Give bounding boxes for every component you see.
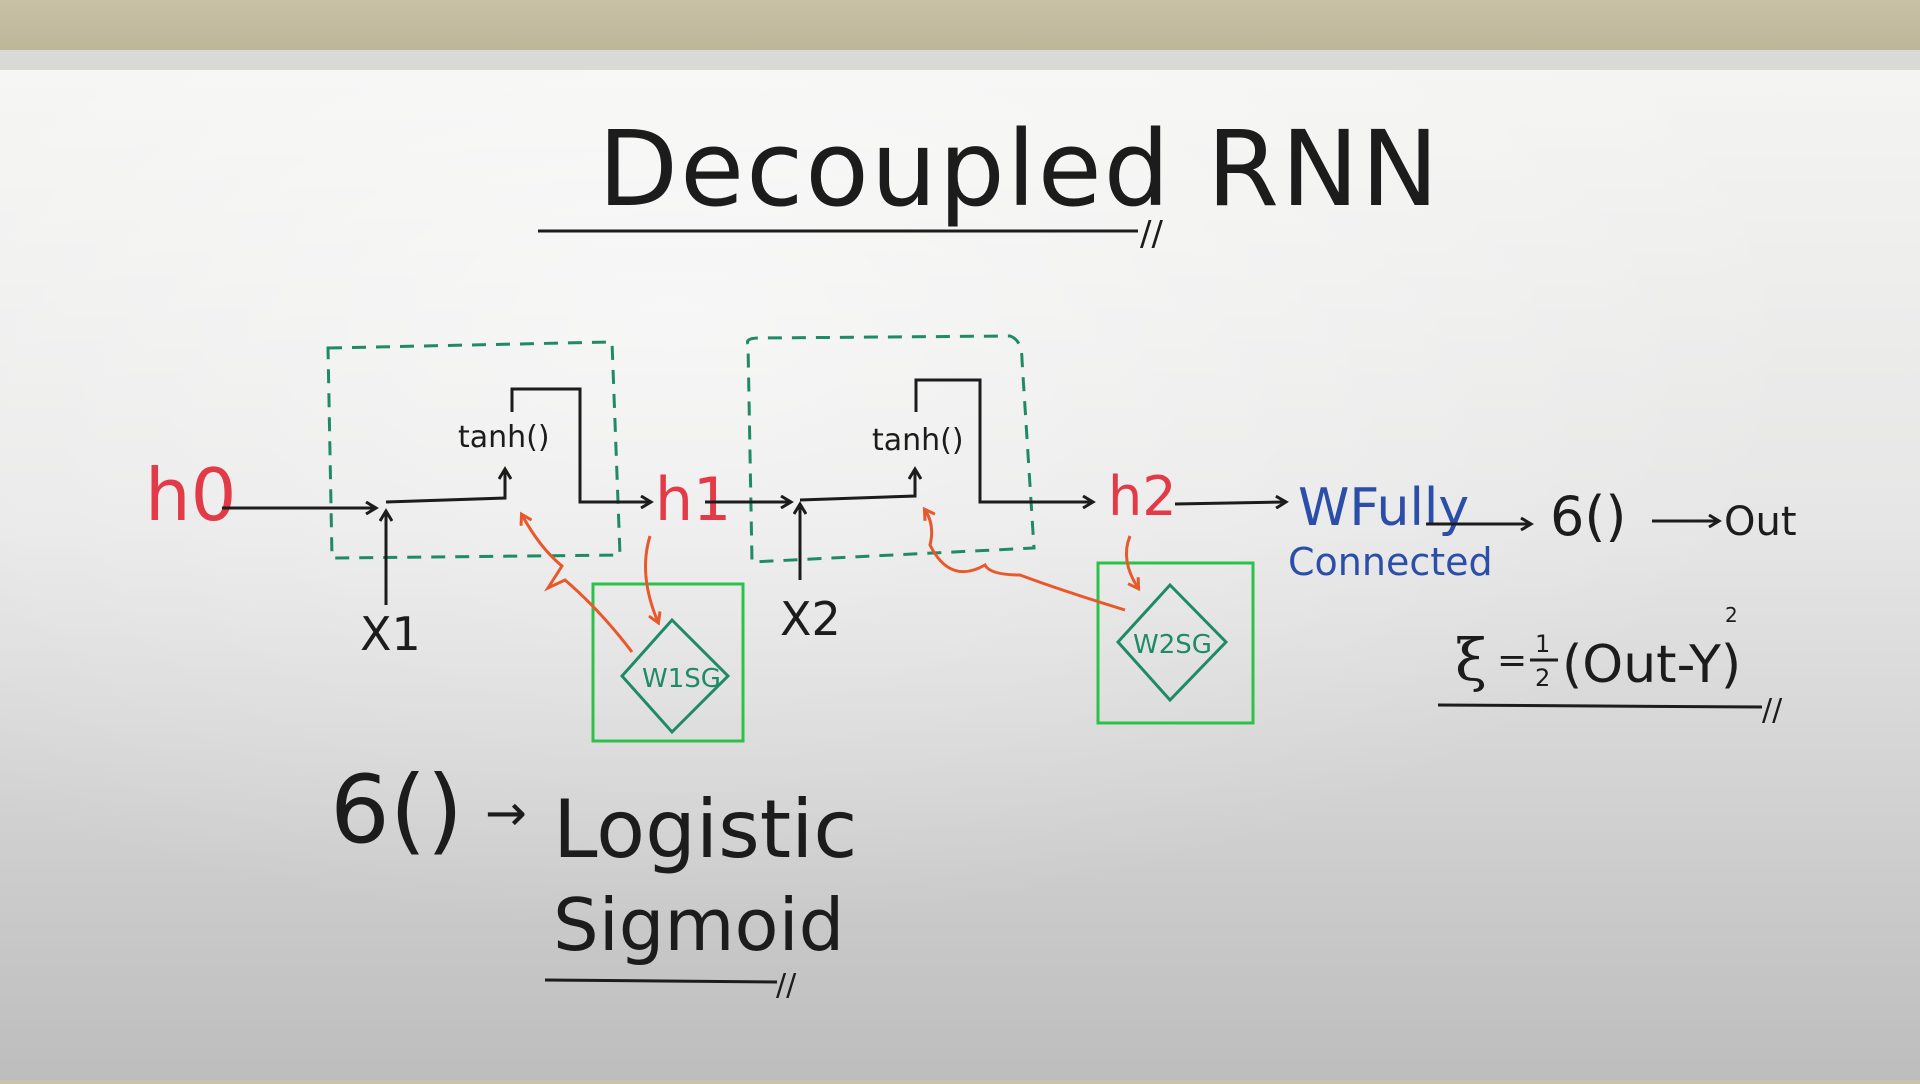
loss-exponent: 2	[1725, 603, 1738, 627]
board-frame	[0, 50, 1920, 72]
fully-connected-label-line2: Connected	[1288, 540, 1493, 584]
cell1-tanh-bracket	[510, 387, 650, 502]
note-end-mark: //	[776, 968, 797, 1003]
loss-paren-expression: (Out-Y)	[1562, 635, 1741, 695]
cell2-tanh-label: tanh()	[872, 423, 964, 458]
node-x1: X1	[360, 607, 421, 661]
loss-symbol: ξ	[1455, 626, 1487, 694]
h1-to-w1sg-arrow	[644, 535, 659, 622]
cell2-tanh-bracket	[914, 378, 1092, 502]
cell1-tanh-label: tanh()	[458, 420, 550, 455]
w1sg-label: W1SG	[642, 664, 721, 694]
output-sigma: 6()	[1550, 485, 1627, 548]
node-h0: h0	[145, 453, 236, 537]
fully-connected-label-line1: WFully	[1298, 478, 1469, 538]
w1sg-gradient-to-cell1	[522, 515, 634, 653]
loss-half-denominator: 2	[1535, 664, 1550, 692]
output-out: Out	[1724, 499, 1797, 545]
note-arrow: →	[485, 784, 527, 842]
w2sg-label: W2SG	[1133, 630, 1212, 660]
h2-to-fully-connected-arrow	[1174, 502, 1285, 504]
node-h1: h1	[655, 465, 731, 535]
h2-to-w2sg-arrow	[1124, 535, 1138, 588]
loss-half-numerator: 1	[1535, 630, 1550, 658]
note-sigma: 6()	[330, 756, 463, 865]
board-glare	[0, 70, 1920, 1080]
loss-end-mark: //	[1762, 693, 1783, 728]
w2sg-diamond	[1115, 582, 1229, 703]
node-x2: X2	[780, 592, 841, 646]
w1sg-diamond	[619, 617, 731, 735]
diagram-title: Decoupled RNN	[598, 108, 1441, 230]
note-underline	[544, 978, 778, 984]
node-h2: h2	[1108, 465, 1177, 528]
loss-underline	[1437, 703, 1763, 709]
cell1-merge-to-tanh	[385, 470, 505, 504]
title-end-mark: //	[1140, 214, 1163, 254]
cell2-merge-to-tanh	[799, 470, 915, 502]
w2sg-highlight-box	[1096, 561, 1255, 725]
note-logistic: Logistic	[553, 783, 857, 876]
w1sg-highlight-box	[591, 582, 745, 743]
cell-2-dashed-box	[746, 334, 1036, 564]
loss-equals: =	[1497, 640, 1527, 681]
w2sg-gradient-to-cell2	[925, 510, 1126, 612]
note-sigmoid: Sigmoid	[553, 883, 844, 967]
